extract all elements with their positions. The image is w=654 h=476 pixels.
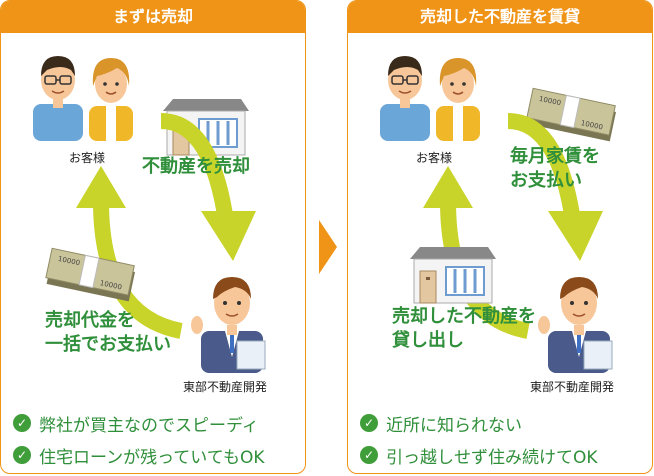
right-customer-label: お客様 — [416, 151, 453, 165]
left-panel: まずは売却 お客様 不動産を — [0, 0, 306, 474]
money-bundle-icon: 10000 10000 — [45, 247, 135, 302]
left-step-sell: 不動産を売却 — [142, 156, 250, 177]
left-check-text: 弊社が買主なのでスピーディ — [39, 415, 259, 436]
check-icon: ✓ — [360, 446, 378, 464]
customer-couple-icon — [33, 56, 133, 141]
left-customer-label: お客様 — [69, 151, 106, 165]
arrow-to-company-icon — [160, 113, 256, 261]
customer-couple-icon — [380, 56, 480, 141]
company-staff-icon — [538, 277, 613, 373]
right-step-rent-line1: 毎月家賃を — [510, 146, 600, 167]
left-panel-title: まずは売却 — [1, 1, 305, 33]
right-check-text: 近所に知られない — [386, 415, 522, 436]
right-check-text: 引っ越しせず住み続けてOK — [386, 447, 598, 468]
left-step-pay-line2: 一括でお支払い — [45, 334, 171, 355]
arrow-to-company-icon — [507, 113, 603, 261]
money-bundle-icon: 10000 10000 — [526, 87, 616, 142]
left-check-item: ✓ 住宅ローンが残っていてもOK — [13, 443, 265, 468]
right-step-lease-line2: 貸し出し — [392, 330, 464, 351]
right-panel: 売却した不動産を賃貸 お客様 10000 10000 — [347, 0, 653, 474]
left-check-item: ✓ 弊社が買主なのでスピーディ — [13, 411, 259, 436]
left-check-text: 住宅ローンが残っていてもOK — [39, 447, 265, 468]
right-company-label: 東部不動産開発 — [530, 380, 615, 394]
right-panel-title: 売却した不動産を賃貸 — [348, 1, 652, 33]
check-icon: ✓ — [13, 446, 31, 464]
next-step-arrow-icon — [319, 220, 337, 274]
right-check-item: ✓ 引っ越しせず住み続けてOK — [360, 443, 598, 468]
right-step-lease-line1: 売却した不動産を — [392, 306, 536, 327]
company-staff-icon — [191, 277, 266, 373]
left-company-label: 東部不動産開発 — [183, 380, 268, 394]
left-step-pay-line1: 売却代金を — [45, 310, 135, 331]
check-icon: ✓ — [13, 414, 31, 432]
right-step-rent-line2: お支払い — [510, 170, 582, 191]
right-check-item: ✓ 近所に知られない — [360, 411, 522, 436]
check-icon: ✓ — [360, 414, 378, 432]
house-icon — [410, 247, 496, 304]
